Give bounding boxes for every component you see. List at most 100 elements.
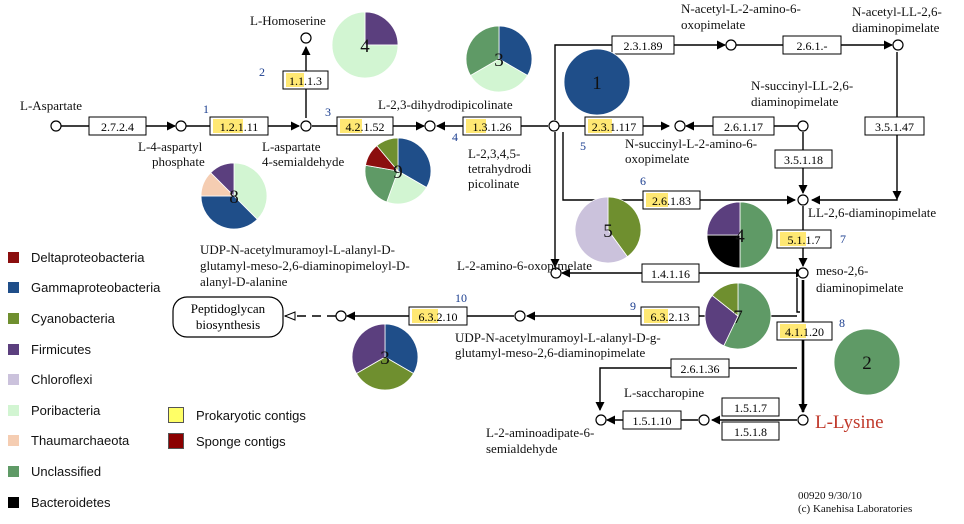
node-udp-glutamyl	[514, 310, 526, 322]
label-aminoadipate-2: semialdehyde	[486, 441, 558, 456]
enzyme-6-3-2-13[interactable]: 6.3.2.13	[640, 306, 700, 326]
node-n-acetyl-oxopimelate	[725, 39, 737, 51]
step-numbers: 1 2 3 4 5 6 7 8 9 10	[203, 65, 846, 330]
pie-slice	[704, 294, 739, 347]
enzyme-1-5-1-10[interactable]: 1.5.1.10	[622, 410, 682, 430]
copyright: (c) Kanehisa Laboratories	[798, 503, 913, 515]
legend-item-deltaproteobacteria: Deltaproteobacteria	[8, 242, 178, 273]
peptidoglycan-map-box[interactable]	[172, 296, 284, 338]
pie-chart-5: 9	[364, 137, 432, 205]
label-n-acetyl-dap-2: diaminopimelate	[852, 20, 940, 35]
node-udp-alanine	[335, 310, 347, 322]
enzyme-label: 3.5.1.18	[784, 153, 823, 167]
compound-nodes	[50, 32, 904, 426]
step-number-3: 3	[325, 105, 331, 119]
contig-label: Sponge contigs	[196, 433, 286, 449]
pie-chart-9: 3	[351, 323, 419, 391]
node-meso-diaminopimelate	[797, 267, 809, 279]
enzyme-4-1-1-20[interactable]: 4.1.1.20	[776, 321, 833, 341]
enzyme-2-3-1-117[interactable]: 2.3.1.117	[584, 116, 644, 136]
legend-item-cyanobacteria: Cyanobacteria	[8, 303, 178, 334]
pie-chart-3: 1	[563, 48, 631, 116]
label-l-saccharopine: L-saccharopine	[624, 385, 704, 400]
step-number-10: 10	[455, 291, 467, 305]
legend-label: Deltaproteobacteria	[31, 249, 145, 265]
pie-slice	[233, 162, 268, 220]
label-udp-alanine-2: glutamyl-meso-2,6-diaminopimeloyl-D-	[200, 258, 410, 273]
pie-slice	[364, 164, 399, 203]
node-l-homoserine	[300, 32, 312, 44]
label-udp-alanine-1: UDP-N-acetylmuramoyl-L-alanyl-D-	[200, 242, 395, 257]
enzyme-4-2-1-52[interactable]: 4.2.1.52	[336, 116, 394, 136]
enzyme-5-1-1-7[interactable]: 5.1.1.7	[776, 229, 832, 249]
pie-slice	[607, 196, 642, 258]
enzyme-label: 1.5.1.10	[633, 414, 672, 428]
label-udp-alanine-3: alanyl-D-alanine	[200, 274, 288, 289]
legend-swatch	[8, 435, 19, 447]
node-aminoadipate-semialdehyde	[595, 414, 607, 426]
label-l-homoserine: L-Homoserine	[250, 13, 326, 28]
enzyme-label: 1.4.1.16	[651, 267, 690, 281]
step-number-5: 5	[580, 139, 586, 153]
enzyme-label: 2.3.1.89	[624, 39, 663, 53]
enzyme-3-5-1-47[interactable]: 3.5.1.47	[864, 116, 925, 136]
enzyme-3-5-1-18[interactable]: 3.5.1.18	[774, 149, 833, 169]
enzyme-label: 6.3.2.10	[419, 310, 458, 324]
enzyme-2-3-1-89[interactable]: 2.3.1.89	[611, 35, 675, 55]
enzyme-label: 3.5.1.47	[875, 120, 914, 134]
enzyme-1-5-1-8[interactable]: 1.5.1.8	[721, 421, 780, 441]
label-aminoadipate-1: L-2-aminoadipate-6-	[486, 425, 594, 440]
enzyme-1-3-1-26[interactable]: 1.3.1.26	[462, 116, 522, 136]
label-meso-dap-2: diaminopimelate	[816, 280, 904, 295]
node-n-succinyl-oxopimelate	[674, 120, 686, 132]
enzyme-1-1-1-3[interactable]: 1.1.1.3	[282, 70, 329, 90]
peptidoglycan-label-1: Peptidoglycan	[191, 301, 266, 316]
enzyme-2-7-2-4[interactable]: 2.7.2.4	[88, 116, 147, 136]
label-l2-amino-oxopimelate: L-2-amino-6-oxopimelate	[457, 258, 592, 273]
legend-label: Bacteroidetes	[31, 494, 111, 510]
pie-slice	[397, 137, 432, 189]
enzyme-label: 4.1.1.20	[785, 325, 824, 339]
enzyme-2-6-1-83[interactable]: 2.6.1.83	[642, 190, 701, 210]
enzyme-label: 1.5.1.7	[734, 401, 767, 415]
legend-label: Unclassified	[31, 463, 102, 479]
pie-slice	[706, 201, 741, 236]
pie-count-label: 4	[360, 36, 370, 57]
node-aspartyl-phosphate	[175, 120, 187, 132]
contig-label: Prokaryotic contigs	[196, 407, 306, 423]
pie-count-label: 4	[735, 226, 745, 247]
enzyme-label: 5.1.1.7	[788, 233, 821, 247]
label-l-aspartate: L-Aspartate	[20, 98, 82, 113]
enzyme-2-6-1-36[interactable]: 2.6.1.36	[670, 358, 730, 378]
pie-slice	[376, 137, 399, 173]
pie-count-label: 2	[862, 353, 872, 374]
enzyme-1-4-1-16[interactable]: 1.4.1.16	[641, 263, 700, 283]
pie-chart-4: 8	[200, 162, 268, 230]
legend-swatch	[8, 496, 19, 508]
enzyme-label: 2.6.1.83	[652, 194, 691, 208]
legend-item-gammaproteobacteria: Gammaproteobacteria	[8, 273, 178, 304]
pie-chart-7: 4	[706, 201, 774, 269]
enzyme-2-6-1-17[interactable]: 2.6.1.17	[712, 116, 775, 136]
pie-slice	[833, 328, 901, 396]
enzyme-label: 1.3.1.26	[473, 120, 512, 134]
enzyme-1-5-1-7[interactable]: 1.5.1.7	[721, 397, 780, 417]
enzyme-label: 2.6.1.-	[797, 39, 828, 53]
pie-count-label: 7	[733, 307, 743, 328]
enzyme-6-3-2-10[interactable]: 6.3.2.10	[408, 306, 468, 326]
contig-item-prokaryotic: Prokaryotic contigs	[168, 402, 306, 428]
enzyme-label: 6.3.2.13	[651, 310, 690, 324]
pie-slice	[711, 282, 739, 317]
legend-swatch	[8, 343, 19, 355]
enzyme-1-2-1-11[interactable]: 1.2.1.11	[209, 116, 269, 136]
node-n-succinyl-diaminopimelate	[797, 120, 809, 132]
pie-slice	[739, 201, 774, 269]
pie-count-label: 8	[229, 187, 239, 208]
pie-slice	[465, 25, 500, 77]
label-meso-dap-1: meso-2,6-	[816, 263, 868, 278]
label-n-acetyl-oxopimelate-2: oxopimelate	[681, 17, 745, 32]
pie-slice	[723, 282, 772, 350]
enzyme-2-6-1-dash[interactable]: 2.6.1.-	[782, 35, 842, 55]
